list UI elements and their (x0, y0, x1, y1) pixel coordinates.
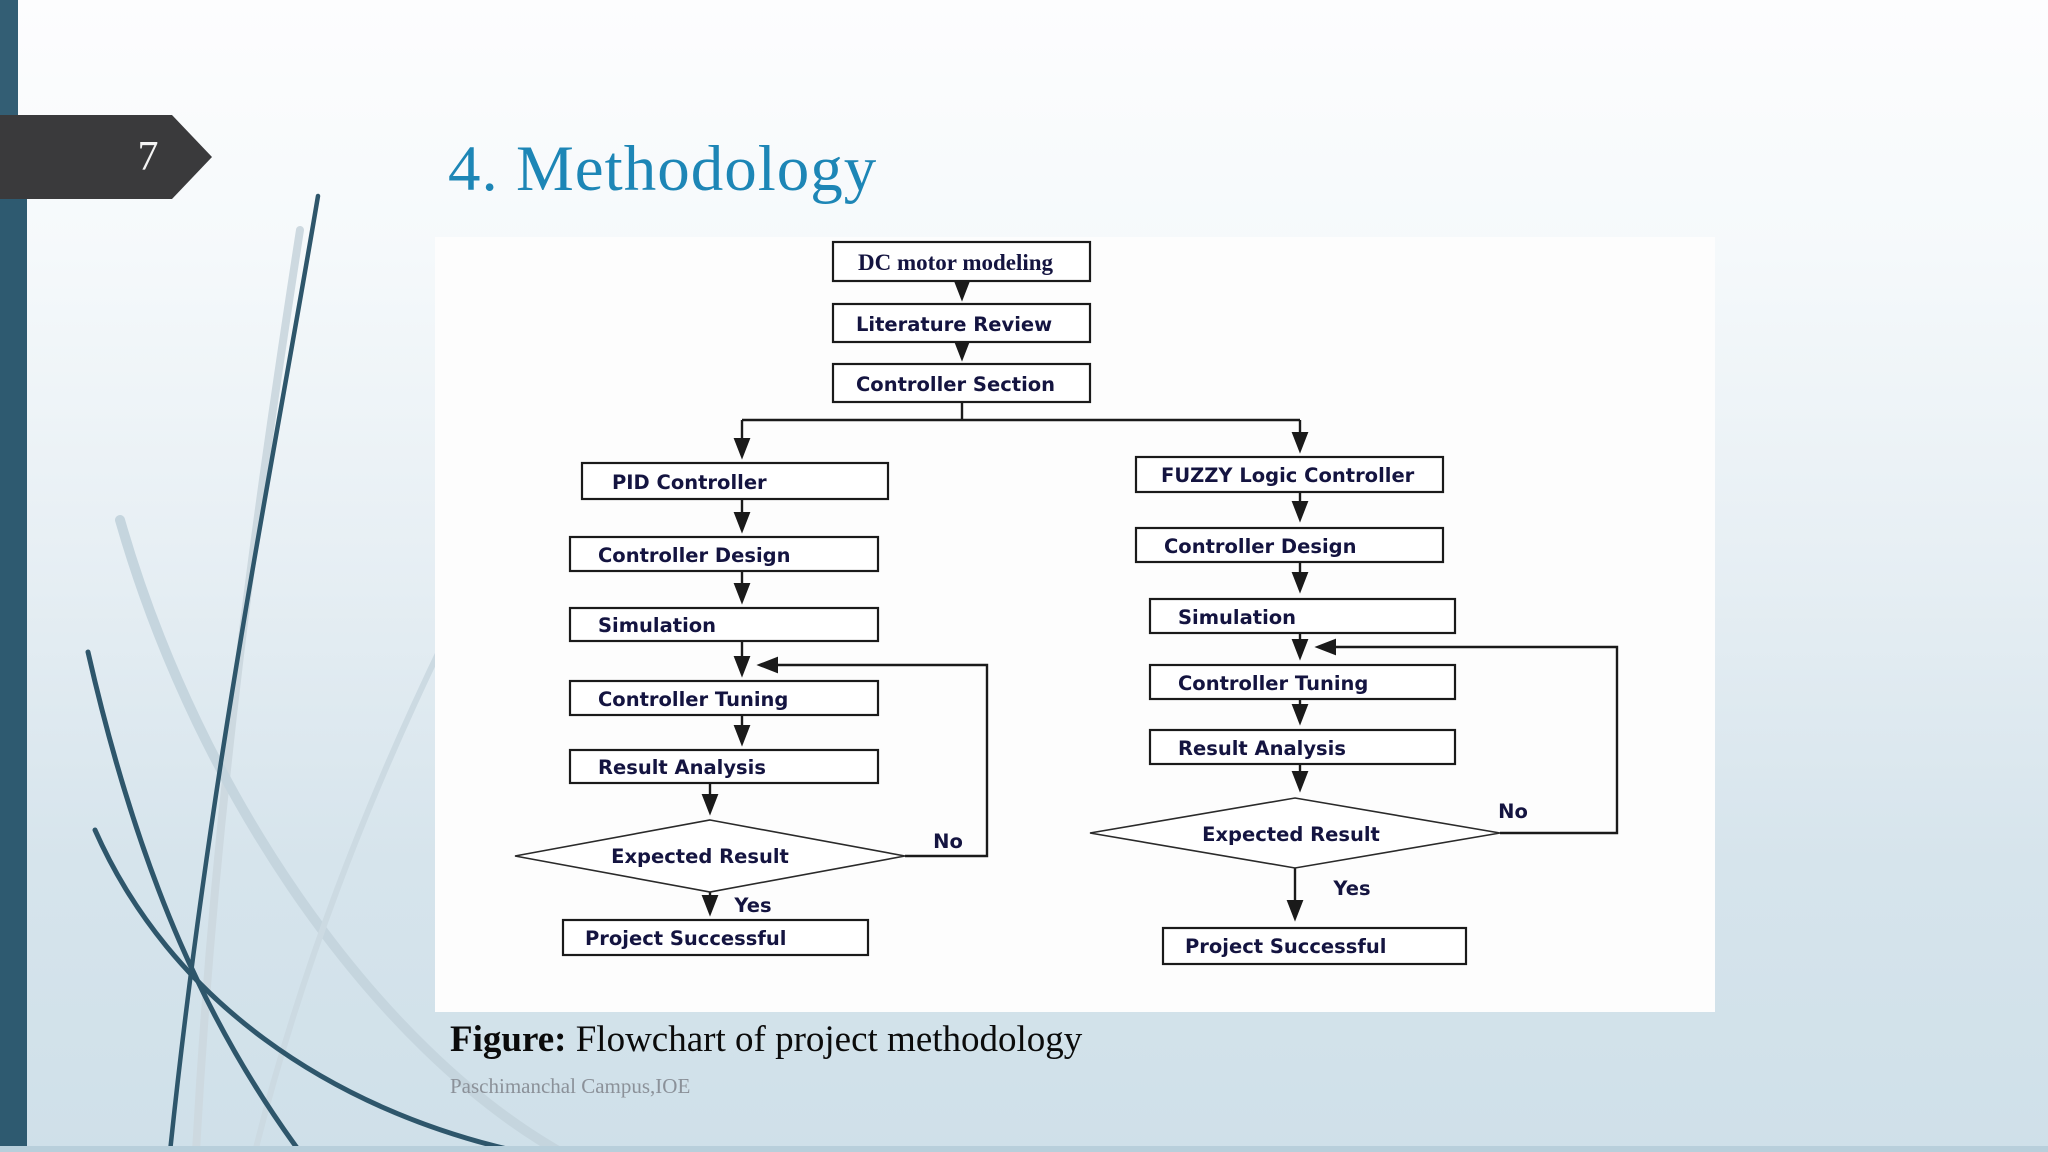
svg-text:Result Analysis: Result Analysis (1178, 737, 1346, 760)
flow-decision-expected-result-left: Expected Result (514, 819, 906, 893)
svg-text:DC motor modeling: DC motor modeling (858, 250, 1054, 275)
no-feedback-loop-left (756, 656, 989, 858)
svg-text:FUZZY Logic Controller: FUZZY Logic Controller (1161, 464, 1415, 487)
flow-node-dc-motor-modeling: DC motor modeling (831, 240, 1092, 283)
slide-number-banner: 7 (0, 115, 212, 199)
svg-text:Controller Tuning: Controller Tuning (1178, 672, 1368, 695)
slide-title: 4. Methodology (448, 133, 878, 205)
svg-text:Expected Result: Expected Result (611, 845, 789, 868)
flow-node-controller-design-left: Controller Design (568, 535, 880, 573)
flow-node-controller-design-right: Controller Design (1134, 526, 1445, 564)
slide-footer: Paschimanchal Campus,IOE (450, 1074, 691, 1098)
left-accent-bar-top (0, 0, 18, 115)
bottom-accent-strip (0, 1146, 2048, 1152)
flow-node-result-analysis-right: Result Analysis (1148, 728, 1457, 766)
svg-text:Controller Section: Controller Section (856, 373, 1055, 396)
svg-text:Controller Design: Controller Design (1164, 535, 1356, 558)
left-accent-bar (0, 198, 27, 1152)
slide-number: 7 (137, 134, 159, 180)
figure-caption-text: Flowchart of project methodology (566, 1019, 1083, 1060)
yes-label-left: Yes (733, 894, 771, 917)
svg-text:Simulation: Simulation (1178, 606, 1296, 629)
flow-node-simulation-right: Simulation (1148, 597, 1457, 635)
svg-text:Controller Tuning: Controller Tuning (598, 688, 788, 711)
svg-text:Project Successful: Project Successful (585, 927, 786, 950)
svg-text:Literature Review: Literature Review (856, 313, 1052, 336)
flow-node-controller-tuning-right: Controller Tuning (1148, 663, 1457, 701)
figure-caption: Figure: Flowchart of project methodology (450, 1018, 1082, 1061)
svg-text:PID Controller: PID Controller (612, 471, 767, 494)
flow-node-project-successful-right: Project Successful (1161, 926, 1468, 966)
svg-text:Expected Result: Expected Result (1202, 823, 1380, 846)
split-line (742, 402, 1300, 422)
flow-node-simulation-left: Simulation (568, 606, 880, 643)
flow-decision-expected-result-right: Expected Result (1089, 797, 1501, 869)
flow-node-result-analysis-left: Result Analysis (568, 748, 880, 785)
flow-node-literature-review: Literature Review (831, 302, 1092, 344)
no-label-right: No (1498, 800, 1528, 823)
no-label-left: No (933, 830, 963, 853)
flow-node-controller-section: Controller Section (831, 362, 1092, 404)
svg-text:Simulation: Simulation (598, 614, 716, 637)
no-feedback-loop-right (1314, 638, 1619, 835)
flow-node-pid-controller: PID Controller (580, 461, 890, 501)
flow-node-project-successful-left: Project Successful (561, 918, 870, 957)
svg-text:Result Analysis: Result Analysis (598, 756, 766, 779)
svg-text:Controller Design: Controller Design (598, 544, 790, 567)
flow-node-fuzzy-logic-controller: FUZZY Logic Controller (1134, 455, 1445, 494)
figure-caption-label: Figure: (450, 1019, 567, 1060)
yes-label-right: Yes (1332, 877, 1370, 900)
flow-node-controller-tuning-left: Controller Tuning (568, 679, 880, 717)
svg-text:Project Successful: Project Successful (1185, 935, 1386, 958)
